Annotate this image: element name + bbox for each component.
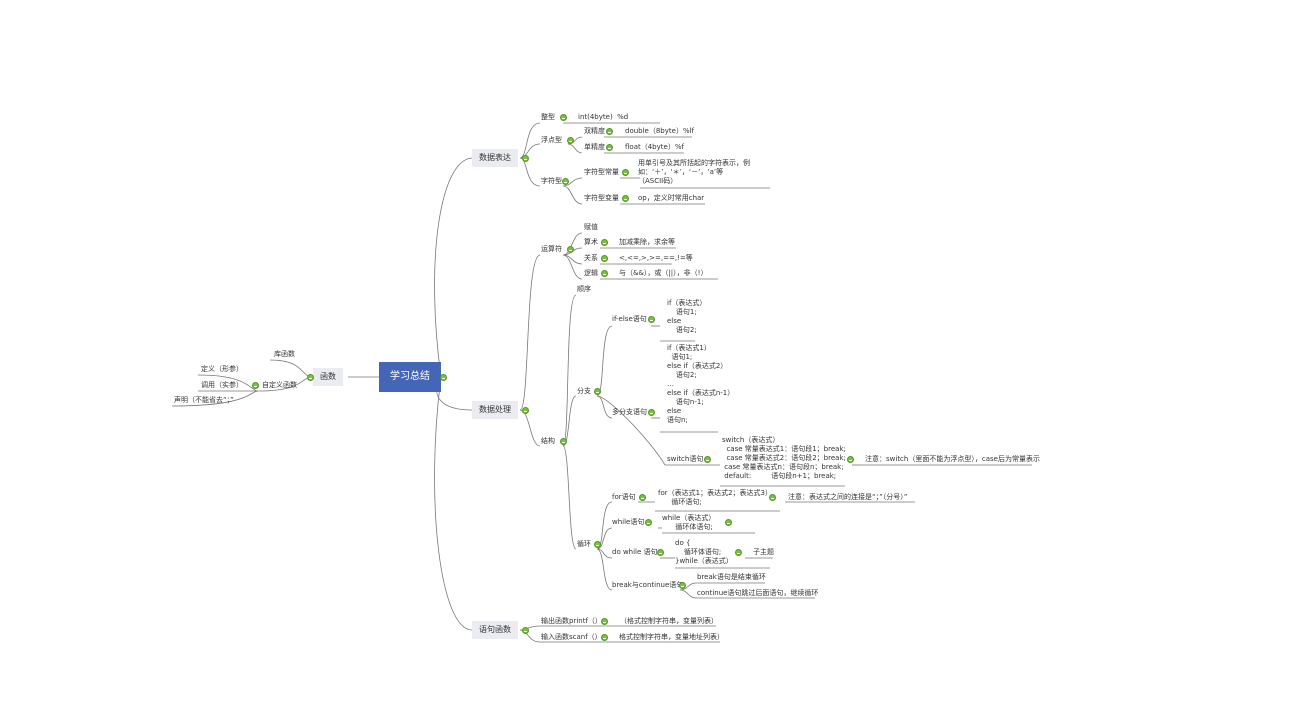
note-for[interactable]: 注意：表达式之间的连接是“；”（分号）” xyxy=(788,493,908,501)
collapse-toggle-icon[interactable] xyxy=(769,494,776,501)
collapse-toggle-icon[interactable] xyxy=(252,382,259,389)
topic-printf[interactable]: 输出函数printf（） xyxy=(541,617,602,625)
topic-data-processing[interactable]: 数据处理 xyxy=(472,401,518,419)
topic-int[interactable]: 整型 xyxy=(541,113,555,121)
topic-loop[interactable]: 循环 xyxy=(577,540,591,548)
collapse-toggle-icon[interactable] xyxy=(648,316,655,323)
desc-arith[interactable]: 加减乘除，求余等 xyxy=(619,238,675,246)
topic-ifelse[interactable]: if-else语句 xyxy=(612,315,647,323)
topic-while[interactable]: while语句 xyxy=(612,518,645,526)
topic-custom-functions[interactable]: 自定义函数 xyxy=(262,381,297,389)
topic-char-constant[interactable]: 字符型常量 xyxy=(584,168,619,176)
desc-relation[interactable]: <,<=,>,>=,==,!=等 xyxy=(619,254,693,262)
topic-relation[interactable]: 关系 xyxy=(584,254,598,262)
code-do-while[interactable]: do { 循环体语句; }while（表达式） xyxy=(675,539,733,565)
collapse-toggle-icon[interactable] xyxy=(601,634,608,641)
collapse-toggle-icon[interactable] xyxy=(601,239,608,246)
custom-item-declare[interactable]: 声明（不能省去“；” xyxy=(174,396,234,404)
note-switch[interactable]: 注意：switch（里面不能为浮点型），case后为常量表示 xyxy=(865,455,1040,463)
collapse-toggle-icon[interactable] xyxy=(440,374,447,381)
collapse-toggle-icon[interactable] xyxy=(562,178,569,185)
desc-double[interactable]: double（8byte）%lf xyxy=(625,127,695,135)
collapse-toggle-icon[interactable] xyxy=(606,128,613,135)
desc-int[interactable]: int(4byte) %d xyxy=(578,113,629,121)
topic-assign[interactable]: 赋值 xyxy=(584,223,598,231)
desc-scanf[interactable]: 格式控制字符串，变量地址列表） xyxy=(619,633,724,641)
collapse-toggle-icon[interactable] xyxy=(847,456,854,463)
collapse-toggle-icon[interactable] xyxy=(601,618,608,625)
topic-builtin-functions[interactable]: 库函数 xyxy=(274,350,295,358)
code-ifelse[interactable]: if（表达式） 语句1; else 语句2; xyxy=(667,299,707,334)
collapse-toggle-icon[interactable] xyxy=(657,549,664,556)
topic-branch[interactable]: 分支 xyxy=(577,387,591,395)
collapse-toggle-icon[interactable] xyxy=(622,169,629,176)
topic-switch[interactable]: switch语句 xyxy=(667,455,704,463)
code-multi-branch[interactable]: if（表达式1） 语句1; else if（表达式2） 语句2; … else … xyxy=(667,344,735,424)
topic-double[interactable]: 双精度 xyxy=(584,127,605,135)
collapse-toggle-icon[interactable] xyxy=(601,270,608,277)
desc-single[interactable]: float（4byte）%f xyxy=(625,143,684,151)
topic-for[interactable]: for语句 xyxy=(612,493,636,501)
code-while[interactable]: while（表达式） 循环体语句; xyxy=(662,514,716,531)
topic-sequence[interactable]: 顺序 xyxy=(577,285,591,293)
root-topic[interactable]: 学习总结 xyxy=(379,362,441,392)
desc-char-variable[interactable]: op，定义时常用char xyxy=(638,194,705,202)
collapse-toggle-icon[interactable] xyxy=(601,255,608,262)
collapse-toggle-icon[interactable] xyxy=(645,519,652,526)
collapse-toggle-icon[interactable] xyxy=(648,409,655,416)
topic-operators[interactable]: 运算符 xyxy=(541,245,562,253)
collapse-toggle-icon[interactable] xyxy=(560,438,567,445)
topic-single[interactable]: 单精度 xyxy=(584,143,605,151)
desc-continue[interactable]: continue语句跳过后面语句，继续循环 xyxy=(697,589,819,597)
topic-arith[interactable]: 算术 xyxy=(584,238,598,246)
collapse-toggle-icon[interactable] xyxy=(606,144,613,151)
topic-char-variable[interactable]: 字符型变量 xyxy=(584,194,619,202)
desc-break[interactable]: break语句是结束循环 xyxy=(697,573,766,581)
desc-printf[interactable]: （格式控制字符串，变量列表） xyxy=(620,617,718,625)
collapse-toggle-icon[interactable] xyxy=(735,549,742,556)
topic-multi-branch[interactable]: 多分支语句 xyxy=(612,408,647,416)
topic-scanf[interactable]: 输入函数scanf（） xyxy=(541,633,602,641)
collapse-toggle-icon[interactable] xyxy=(560,114,567,121)
topic-break-continue[interactable]: break与continue语句 xyxy=(612,581,684,589)
topic-io-functions[interactable]: 语句函数 xyxy=(472,621,518,639)
topic-structure[interactable]: 结构 xyxy=(541,437,555,445)
collapse-toggle-icon[interactable] xyxy=(522,155,529,162)
collapse-toggle-icon[interactable] xyxy=(679,582,686,589)
collapse-toggle-icon[interactable] xyxy=(567,137,574,144)
desc-logic[interactable]: 与（&&），或（||），非（!） xyxy=(619,269,708,277)
topic-logic[interactable]: 逻辑 xyxy=(584,269,598,277)
collapse-toggle-icon[interactable] xyxy=(639,494,646,501)
note-do-while[interactable]: 子主题 xyxy=(753,548,774,556)
custom-item-define[interactable]: 定义（形参） xyxy=(201,365,243,373)
collapse-toggle-icon[interactable] xyxy=(594,541,601,548)
topic-float-type[interactable]: 浮点型 xyxy=(541,136,562,144)
collapse-toggle-icon[interactable] xyxy=(725,519,732,526)
custom-item-call[interactable]: 调用（实参） xyxy=(201,381,243,389)
topic-data-expression[interactable]: 数据表达 xyxy=(472,149,518,167)
collapse-toggle-icon[interactable] xyxy=(567,246,574,253)
collapse-toggle-icon[interactable] xyxy=(594,388,601,395)
collapse-toggle-icon[interactable] xyxy=(704,456,711,463)
collapse-toggle-icon[interactable] xyxy=(307,374,314,381)
collapse-toggle-icon[interactable] xyxy=(522,627,529,634)
topic-functions[interactable]: 函数 xyxy=(313,368,343,386)
topic-char-type[interactable]: 字符型 xyxy=(541,177,562,185)
code-for[interactable]: for（表达式1；表达式2；表达式3） 循环语句; xyxy=(658,489,772,506)
collapse-toggle-icon[interactable] xyxy=(622,195,629,202)
topic-do-while[interactable]: do while 语句 xyxy=(612,548,658,556)
code-switch[interactable]: switch（表达式） case 常量表达式1：语句段1；break; case… xyxy=(722,436,846,480)
collapse-toggle-icon[interactable] xyxy=(522,407,529,414)
desc-char-constant[interactable]: 用单引号及其所括起的字符表示，例 如：‘＋’，‘＊’，‘－’，‘a’等 （ASC… xyxy=(638,159,750,185)
